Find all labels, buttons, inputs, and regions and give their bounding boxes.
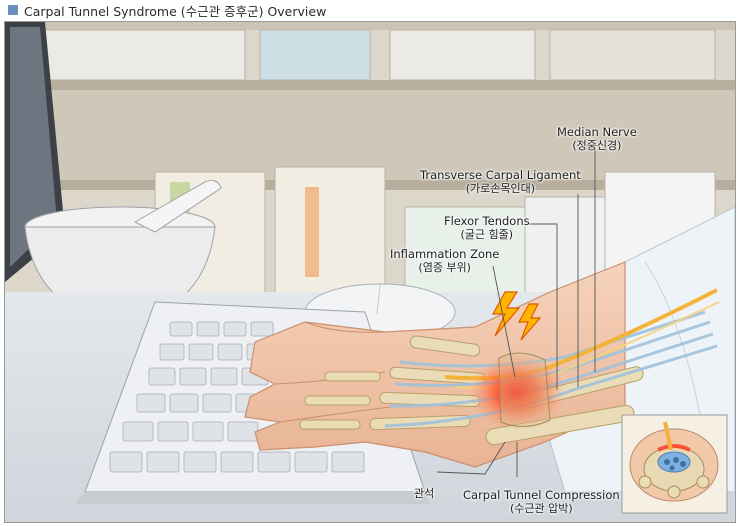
median-nerve-label-ko: (정중신경) xyxy=(572,139,622,152)
carpal-tunnel-compression-label-ko: (수근관 압박) xyxy=(510,502,573,515)
flexor-tendons-label: Flexor Tendons (굴근 힘줄) xyxy=(444,214,530,242)
title-bar: Carpal Tunnel Syndrome (수근관 증후군) Overvie… xyxy=(0,0,740,20)
transverse-ligament-label: Transverse Carpal Ligament (가로손목인대) xyxy=(420,168,581,196)
flexor-tendons-label-en: Flexor Tendons xyxy=(444,214,530,228)
transverse-ligament-label-ko: (가로손목인대) xyxy=(465,182,536,195)
title-marker-icon xyxy=(8,5,18,15)
inflammation-zone-label-ko: (염증 부위) xyxy=(418,261,471,274)
leader-lines xyxy=(436,150,596,477)
carpal-tunnel-compression-label: Carpal Tunnel Compression (수근관 압박) xyxy=(463,488,620,516)
inflammation-glow xyxy=(469,354,565,430)
illustration-canvas xyxy=(5,22,735,522)
transverse-ligament-label-en: Transverse Carpal Ligament xyxy=(420,168,581,182)
flexor-tendons-label-ko: (굴근 힘줄) xyxy=(460,228,514,241)
median-nerve-label-en: Median Nerve xyxy=(557,125,637,139)
median-nerve-label: Median Nerve (정중신경) xyxy=(557,125,637,153)
carpal-tunnel-compression-label-en: Carpal Tunnel Compression xyxy=(463,488,620,502)
pain-bolt-icon xyxy=(491,291,542,341)
inflammation-zone-label-en: Inflammation Zone xyxy=(390,247,500,261)
joint-label-text: 관석 xyxy=(414,487,435,500)
joint-label: 관석 xyxy=(414,487,434,501)
transverse-ligament xyxy=(498,352,551,427)
page-title: Carpal Tunnel Syndrome (수근관 증후군) Overvie… xyxy=(24,3,327,19)
cross-section-inset xyxy=(621,414,728,514)
inflammation-zone-label: Inflammation Zone (염증 부위) xyxy=(390,247,499,275)
medical-illustration xyxy=(4,21,736,523)
